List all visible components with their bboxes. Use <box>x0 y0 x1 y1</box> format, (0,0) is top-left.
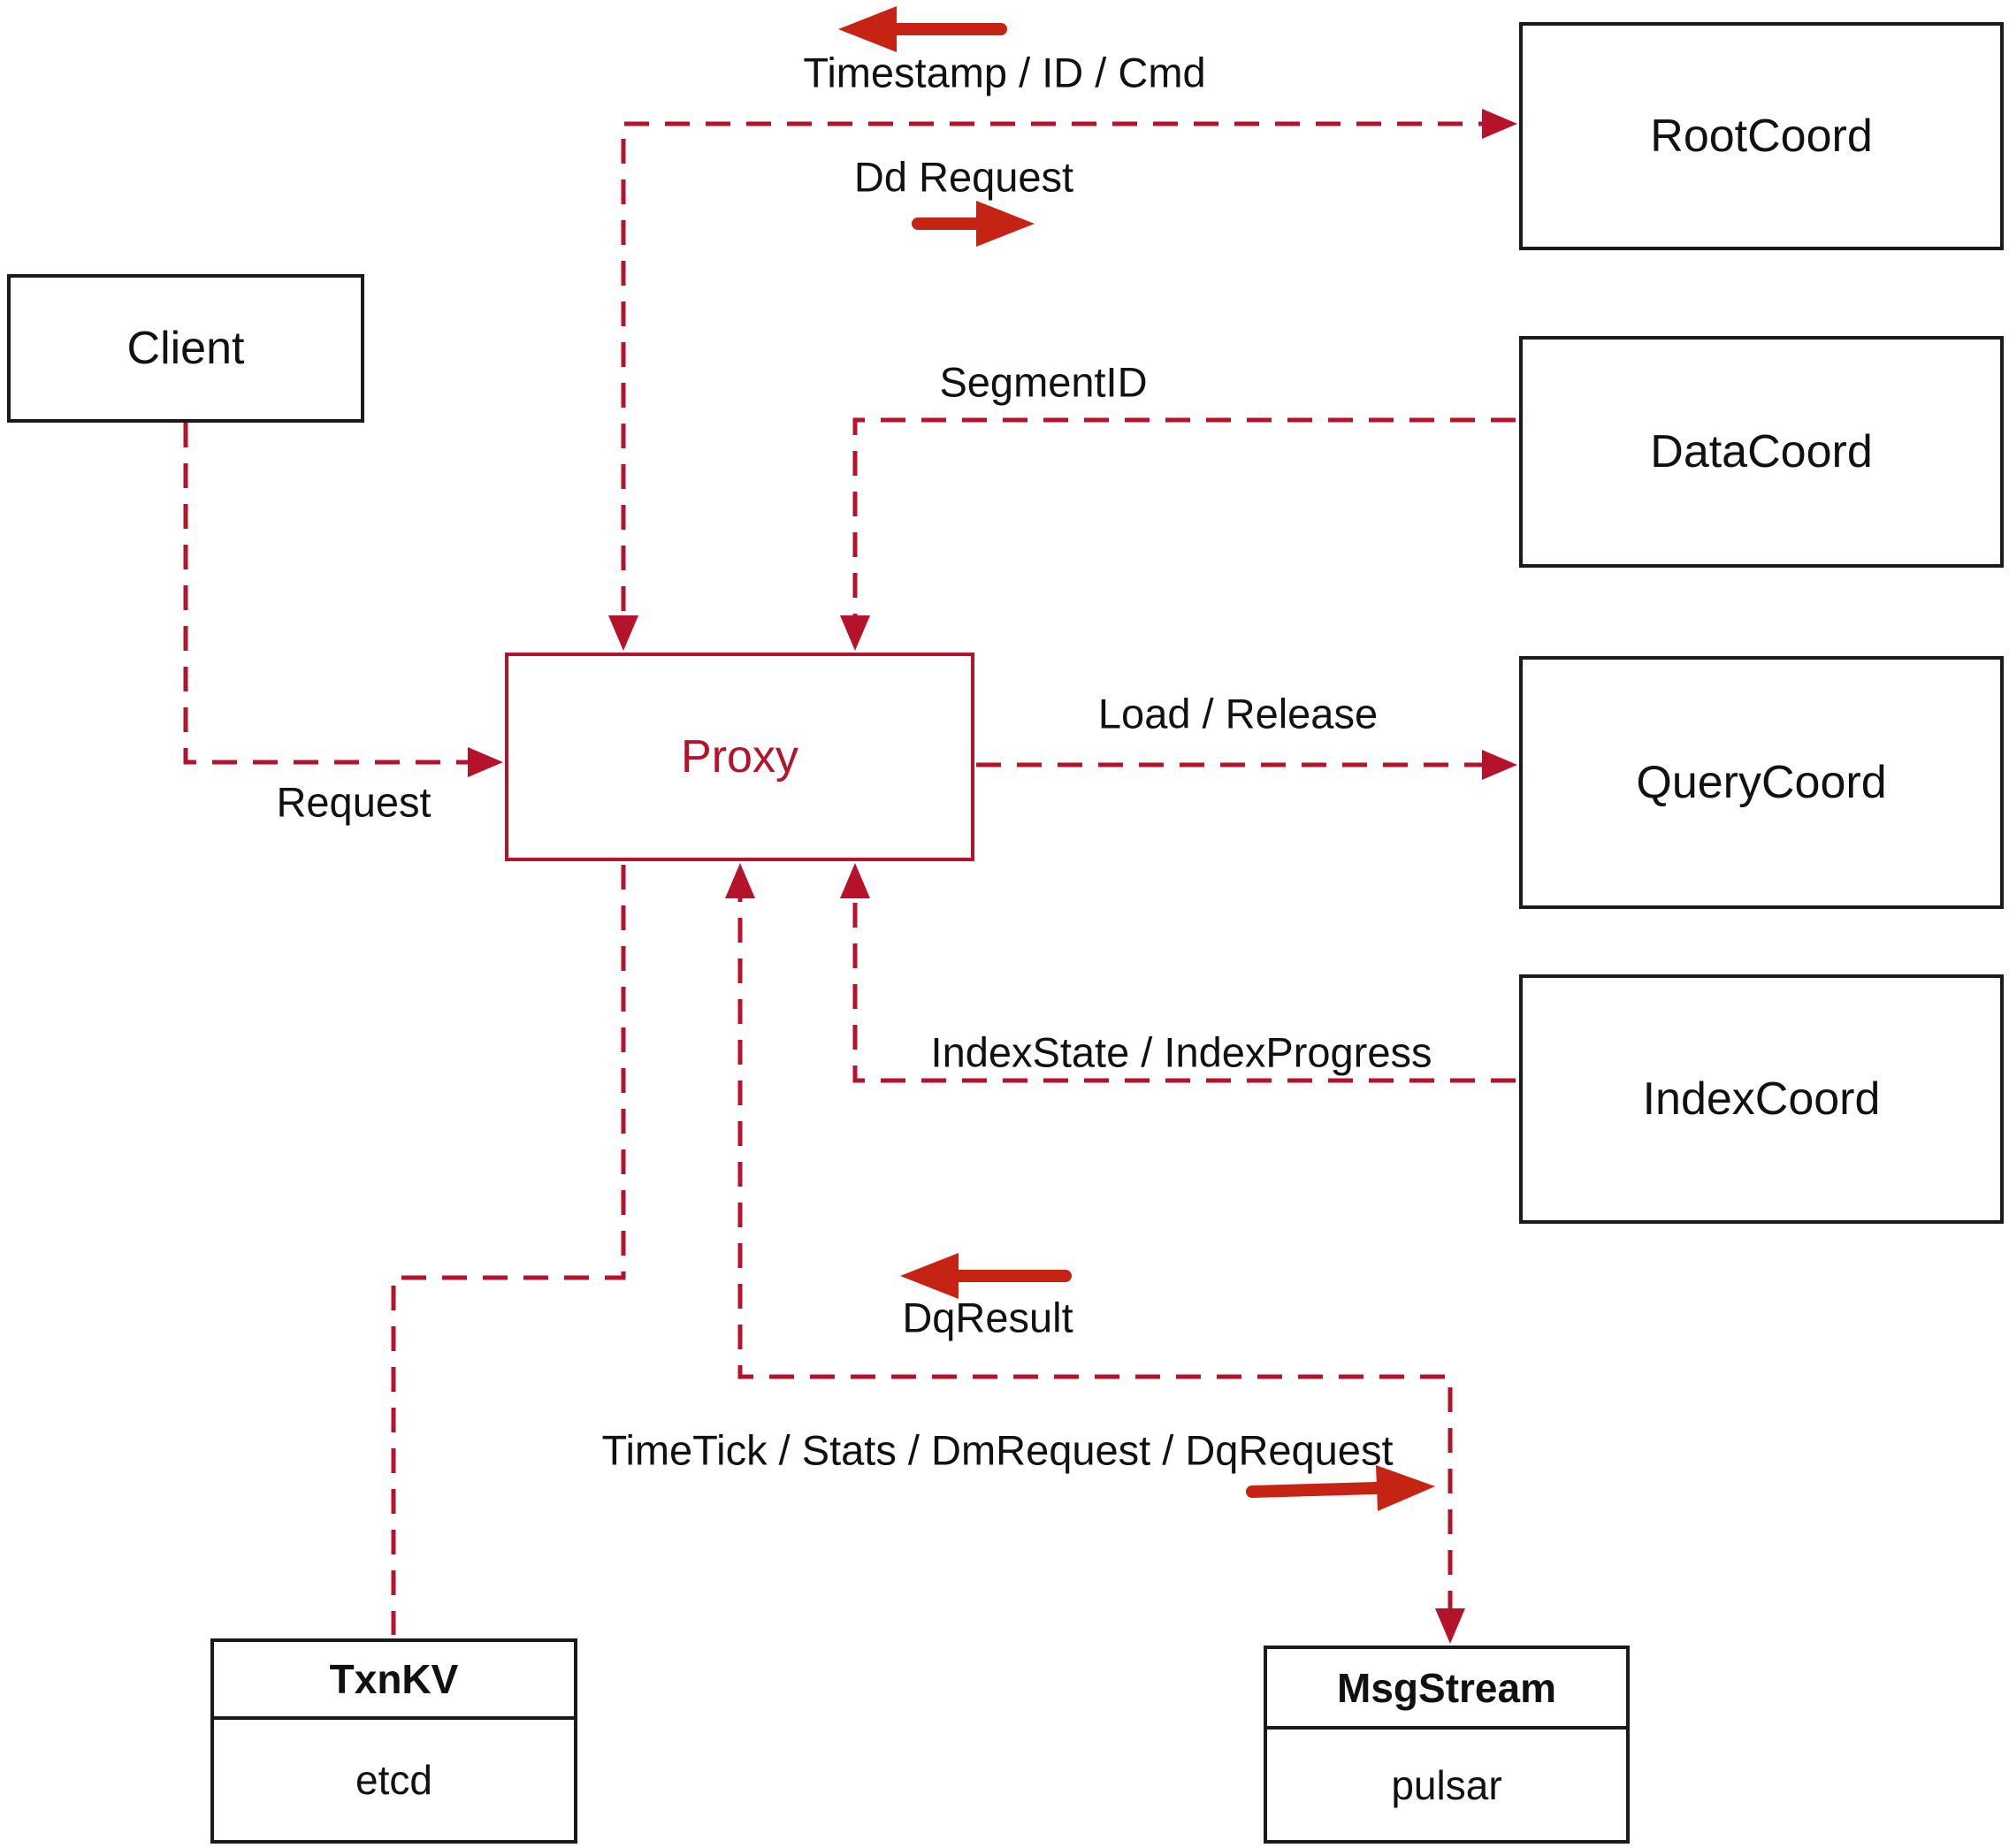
arrow-right-icon <box>912 201 1035 247</box>
edge-label-timestamp-id-cmd: Timestamp / ID / Cmd <box>803 49 1206 96</box>
node-txnkv-title: TxnKV <box>214 1642 574 1720</box>
time-tick-arrow-right-icon <box>1246 1465 1435 1511</box>
node-indexcoord-label: IndexCoord <box>1642 1073 1881 1125</box>
node-client-label: Client <box>126 323 245 374</box>
edge-label-request: Request <box>276 778 432 826</box>
arrowhead-into-proxy-bottom-2 <box>725 863 755 898</box>
edge-proxy-rootcoord <box>621 121 1503 637</box>
edge-datacoord-proxy <box>852 417 1516 637</box>
node-txnkv-impl: etcd <box>355 1757 432 1803</box>
edge-label-dd-request: Dd Request <box>853 153 1074 201</box>
node-proxy: Proxy <box>505 653 974 861</box>
node-proxy-label: Proxy <box>681 731 798 783</box>
arrowhead-into-proxy-top-2 <box>840 615 870 651</box>
node-querycoord: QueryCoord <box>1519 656 2004 909</box>
arrowhead-into-rootcoord <box>1482 109 1517 139</box>
edge-client-proxy <box>183 423 488 765</box>
arrowhead-into-querycoord <box>1482 750 1517 780</box>
arrowhead-into-msgstream <box>1435 1608 1465 1644</box>
node-msgstream: MsgStream pulsar <box>1264 1646 1630 1844</box>
node-client: Client <box>7 274 364 423</box>
edge-proxy-txnkv <box>391 865 626 1635</box>
node-msgstream-title: MsgStream <box>1267 1649 1626 1730</box>
edge-label-index-state: IndexState / IndexProgress <box>930 1028 1432 1076</box>
edge-label-dq-result: DqResult <box>902 1294 1073 1341</box>
arrowhead-into-proxy-top-1 <box>608 615 638 651</box>
node-querycoord-label: QueryCoord <box>1636 757 1887 808</box>
node-datacoord: DataCoord <box>1519 336 2004 568</box>
edge-indexcoord-proxy <box>852 877 1516 1083</box>
node-msgstream-impl: pulsar <box>1391 1761 1502 1808</box>
arrowhead-into-proxy-bottom-1 <box>840 863 870 898</box>
edge-label-load-release: Load / Release <box>1097 690 1379 737</box>
node-datacoord-label: DataCoord <box>1650 426 1873 477</box>
dq-result-arrow-left-icon <box>900 1253 1072 1299</box>
edge-proxy-msgstream <box>737 877 1453 1630</box>
node-rootcoord: RootCoord <box>1519 22 2004 250</box>
node-rootcoord-label: RootCoord <box>1650 111 1873 162</box>
arrowhead-into-proxy-left <box>468 747 503 777</box>
node-txnkv: TxnKV etcd <box>210 1638 577 1844</box>
edge-label-time-tick: TimeTick / Stats / DmRequest / DqRequest <box>601 1426 1394 1474</box>
arrow-left-icon <box>838 6 1007 52</box>
edge-label-segment-id: SegmentID <box>939 358 1148 406</box>
node-indexcoord: IndexCoord <box>1519 974 2004 1224</box>
